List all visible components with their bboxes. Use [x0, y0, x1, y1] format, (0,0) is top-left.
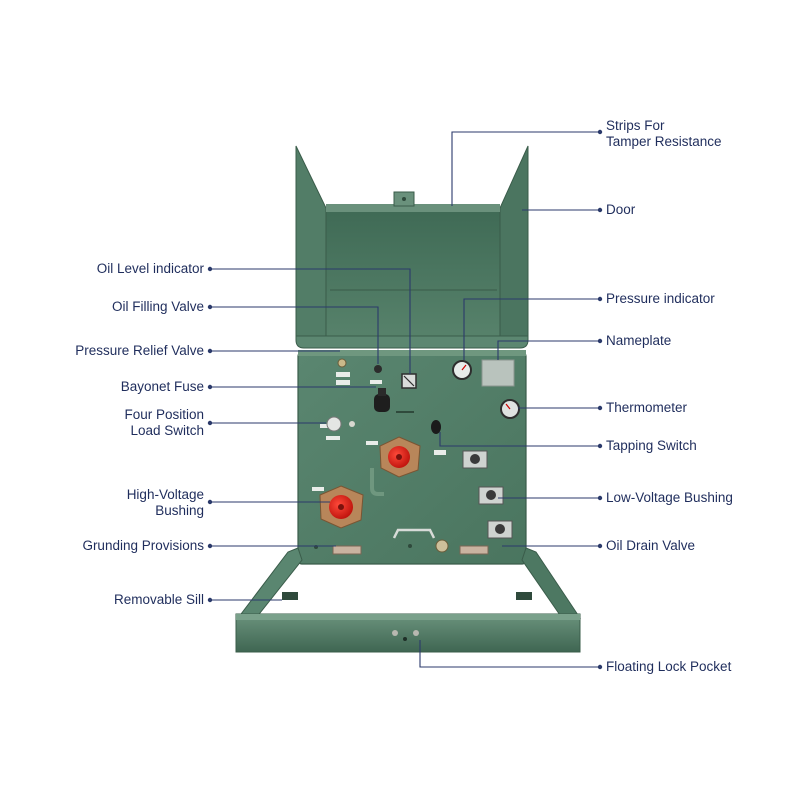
floating-lock-bolt-left — [392, 630, 398, 636]
label-text: Floating Lock Pocket — [606, 659, 732, 674]
label-text: Oil Filling Valve — [111, 299, 204, 314]
removable-sill — [235, 547, 581, 653]
label-tapping-switch: Tapping Switch — [606, 438, 697, 454]
label-line-1: Strips For — [606, 118, 665, 133]
door-top-lip — [326, 204, 500, 212]
low-voltage-bushing-1 — [462, 450, 488, 469]
label-text: Oil Level indicator — [96, 261, 204, 276]
label-oil-filling-valve: Oil Filling Valve — [112, 299, 204, 315]
tag — [366, 441, 378, 445]
label-text: Door — [606, 202, 636, 217]
label-low-voltage-bushing: Low-Voltage Bushing — [606, 490, 733, 506]
label-text: Tapping Switch — [606, 438, 697, 453]
high-voltage-bushing-upper — [379, 436, 421, 478]
label-text: Oil Drain Valve — [606, 538, 696, 553]
leader-dots — [207, 129, 603, 670]
label-text: Removable Sill — [113, 592, 204, 607]
label-text: Grunding Provisions — [82, 538, 204, 553]
label-high-voltage-bushing: High-Voltage Bushing — [127, 487, 204, 519]
label-text: Low-Voltage Bushing — [606, 490, 733, 505]
oil-level-mark — [403, 375, 415, 387]
oil-filling-valve — [374, 365, 382, 373]
label-bayonet-fuse: Bayonet Fuse — [121, 379, 204, 395]
bayonet-fuse — [374, 394, 390, 412]
cabinet-top-edge — [298, 350, 526, 356]
low-voltage-bushing-3 — [487, 520, 513, 539]
sill-left-rail — [236, 547, 303, 619]
label-text: Pressure indicator — [606, 291, 715, 306]
label-grunding-provisions: Grunding Provisions — [82, 538, 204, 554]
sill-right-rail — [521, 547, 581, 619]
label-text: Nameplate — [606, 333, 672, 348]
label-thermometer: Thermometer — [606, 400, 687, 416]
tag — [434, 450, 446, 455]
label-oil-level-indicator: Oil Level indicator — [97, 261, 204, 277]
leader-oil-level — [210, 268, 411, 374]
door-lower-edge — [295, 335, 529, 349]
switch-bolt — [349, 421, 355, 427]
label-line-1: High-Voltage — [126, 487, 204, 502]
tag — [336, 372, 350, 377]
label-four-position-load-switch: Four Position Load Switch — [124, 407, 204, 439]
tag — [320, 424, 330, 428]
grounding-pad-right — [459, 545, 489, 555]
four-position-load-switch — [326, 416, 342, 432]
bayonet-fuse-cap — [378, 388, 386, 396]
label-door: Door — [606, 202, 635, 218]
nameplate — [481, 359, 515, 387]
oil-drain-valve — [435, 539, 449, 553]
door-tab-hole — [402, 197, 406, 201]
leader-pressure-indicator — [463, 298, 600, 360]
pressure-relief-valve — [337, 358, 347, 368]
label-strips-tamper: Strips For Tamper Resistance — [606, 118, 722, 150]
tag — [336, 380, 350, 385]
label-oil-drain-valve: Oil Drain Valve — [606, 538, 695, 554]
label-text: Pressure Relief Valve — [75, 343, 204, 358]
sill-bracket-right — [516, 592, 532, 600]
leader-floating-lock — [419, 640, 600, 668]
parking-stand — [370, 468, 384, 496]
tag — [326, 436, 340, 440]
label-line-2: Bushing — [155, 503, 204, 518]
door-inner-panel — [325, 207, 501, 339]
label-text: Bayonet Fuse — [120, 379, 204, 394]
high-voltage-bushing-lower — [319, 485, 364, 529]
label-pressure-indicator: Pressure indicator — [606, 291, 715, 307]
door-right-flap — [499, 145, 529, 339]
label-removable-sill: Removable Sill — [114, 592, 204, 608]
leader-strips — [451, 131, 600, 206]
label-line-2: Tamper Resistance — [606, 134, 722, 149]
grounding-pad-left — [332, 545, 362, 555]
pressure-gauge-needle — [461, 364, 467, 371]
tag — [370, 380, 382, 384]
cabinet-handle — [392, 528, 436, 539]
floating-lock-hole — [403, 637, 407, 641]
leader-nameplate — [497, 340, 600, 360]
sill-front-lip — [236, 614, 580, 620]
leader-tapping-switch — [439, 432, 600, 447]
low-voltage-bushing-2 — [478, 486, 504, 505]
door — [295, 145, 529, 349]
leader-lines — [210, 131, 600, 668]
tapping-switch — [431, 420, 441, 434]
sill-front-panel — [235, 613, 581, 653]
label-nameplate: Nameplate — [606, 333, 671, 349]
cabinet — [297, 350, 527, 565]
bolt — [408, 544, 412, 548]
sill-bracket-left — [282, 592, 298, 600]
leader-oil-filling — [210, 306, 379, 364]
thermometer-needle — [505, 403, 511, 410]
door-left-flap — [295, 145, 327, 339]
label-pressure-relief-valve: Pressure Relief Valve — [75, 343, 204, 359]
label-line-1: Four Position — [124, 407, 204, 422]
floating-lock-bolt-right — [413, 630, 419, 636]
tag — [312, 487, 324, 491]
label-line-2: Load Switch — [130, 423, 204, 438]
label-floating-lock-pocket: Floating Lock Pocket — [606, 659, 731, 675]
label-text: Thermometer — [606, 400, 688, 415]
